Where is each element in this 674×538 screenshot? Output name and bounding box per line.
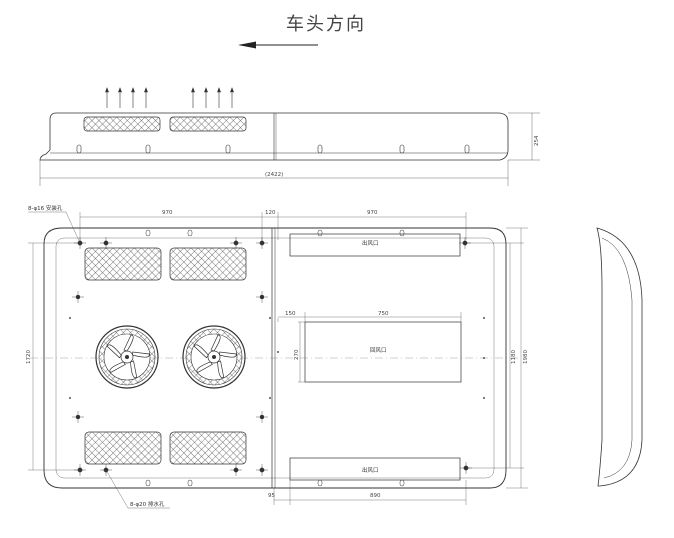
plan-slots <box>145 229 405 487</box>
side-grille-right <box>169 116 247 132</box>
fan-right-icon <box>182 325 246 389</box>
dim-return-offset: 150 <box>285 311 296 317</box>
top-dimensions <box>79 212 467 240</box>
side-height-dimension <box>508 112 540 161</box>
direction-arrow <box>238 41 318 49</box>
supply-outlet-bottom-label: 出风口 <box>362 466 379 474</box>
side-grille-left <box>83 116 161 132</box>
side-view: 254 (2422) <box>39 87 540 186</box>
plan-dots <box>69 317 485 399</box>
end-profile-view <box>596 227 643 487</box>
return-dimensions <box>277 312 462 383</box>
dim-right-inner: 1180 <box>511 350 517 364</box>
dim-bottom-offset: 95 <box>268 493 275 499</box>
side-slots <box>76 144 470 154</box>
plan-view: 出风口 回风口 出风口 <box>26 204 529 509</box>
dim-top-left: 970 <box>162 210 173 216</box>
side-width-label: (2422) <box>265 172 283 178</box>
grille-bottom-right <box>169 431 247 465</box>
supply-outlet-top-label: 出风口 <box>362 239 379 247</box>
dim-top-right: 970 <box>367 210 378 216</box>
fan-left-icon <box>95 325 159 389</box>
hole-note-bottom: 8-φ20 排水孔 <box>130 500 165 508</box>
grille-top-left <box>84 247 162 281</box>
dim-left-height: 1720 <box>26 350 32 364</box>
side-width-dimension <box>39 160 509 186</box>
left-dimension <box>28 242 80 471</box>
grille-bottom-left <box>84 431 162 465</box>
mounting-holes <box>72 237 472 476</box>
side-height-label: 254 <box>534 135 540 146</box>
supply-outlet-top <box>289 233 461 257</box>
hole-note-top: 8-φ16 安装孔 <box>28 204 63 212</box>
return-inlet-label: 回风口 <box>370 347 387 354</box>
return-inlet <box>304 321 462 383</box>
dim-bottom-width: 890 <box>370 493 381 499</box>
dim-return-height: 270 <box>294 349 300 360</box>
dim-top-gap: 120 <box>265 210 276 216</box>
bottom-dimensions <box>273 480 467 505</box>
side-body-outline <box>39 112 509 161</box>
grille-top-right <box>169 247 247 281</box>
dim-return-width: 750 <box>378 311 389 317</box>
right-dimensions <box>466 227 528 489</box>
direction-title: 车头方向 <box>286 14 366 35</box>
hole-callout-top <box>28 211 81 244</box>
supply-outlet-bottom <box>289 457 461 481</box>
plan-outline <box>43 227 507 489</box>
hole-callout-bottom <box>105 469 170 509</box>
dim-right-outer: 1980 <box>523 350 529 364</box>
airflow-arrows <box>105 87 234 108</box>
